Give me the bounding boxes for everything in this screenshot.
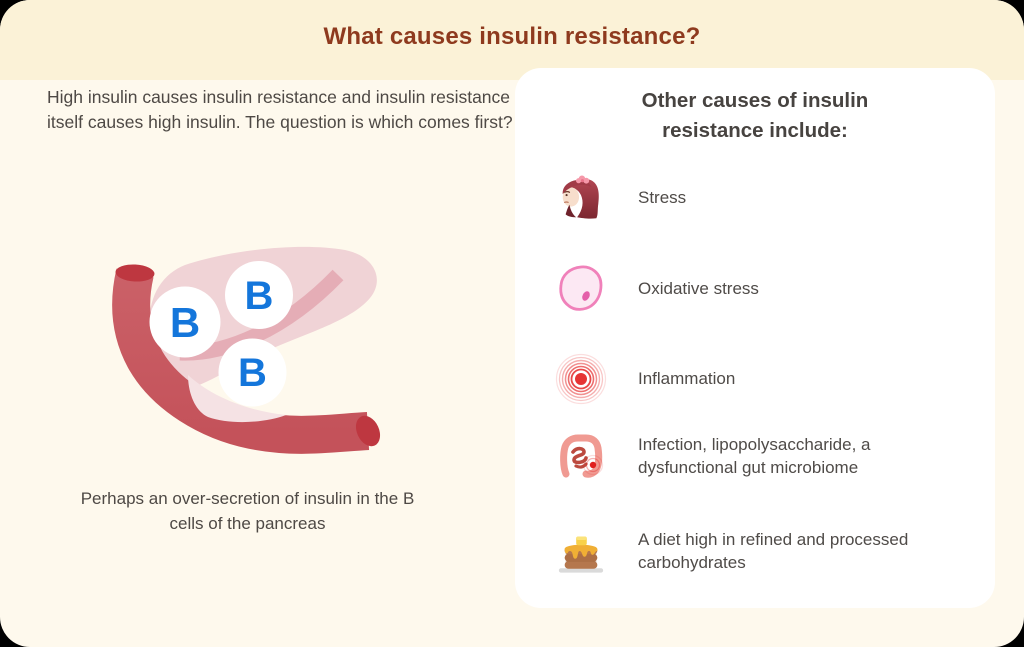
beta-cell-label: B [238,351,267,395]
gut-icon [555,430,607,482]
beta-cell-label: B [245,274,274,318]
vessel-opening-top [115,264,155,282]
header-band [0,0,1024,80]
pancakes-icon [555,525,607,577]
pancreas-caption: Perhaps an over-secretion of insulin in … [80,489,415,533]
pancreas-illustration: B B B [112,246,381,454]
list-item-label: Inflammation [638,369,736,389]
list-item-inflammation: Inflammation [555,349,967,409]
beta-cell-circle [225,261,293,329]
vessel-opening-end [355,415,381,447]
cell-icon [555,263,607,315]
list-item-infection: Infection, lipopolysaccharide, a dysfunc… [555,426,967,486]
list-item-label: Infection, lipopolysaccharide, a dysfunc… [638,434,871,477]
blood-vessel [112,268,370,454]
causes-card: Other causes of insulin resistance inclu… [515,68,995,608]
beta-cell-circle [149,286,221,358]
inflammation-rings-icon [555,353,607,405]
list-item-label: A diet high in refined and processed car… [638,529,909,572]
beta-cell-circle [218,338,287,407]
page-title: What causes insulin resistance? [323,23,701,50]
list-item-diet: A diet high in refined and processed car… [555,521,967,581]
pancreas-head-highlight [188,375,286,423]
card-heading: Other causes of insulin resistance inclu… [641,89,869,142]
list-item-oxidative-stress: Oxidative stress [555,259,967,319]
beta-cell-label: B [170,299,200,346]
list-item-label: Stress [638,188,687,208]
list-item-stress: Stress [555,168,967,228]
stressed-woman-icon [555,172,607,224]
intro-paragraph: High insulin causes insulin resistance a… [47,87,513,132]
list-item-label: Oxidative stress [638,279,759,299]
